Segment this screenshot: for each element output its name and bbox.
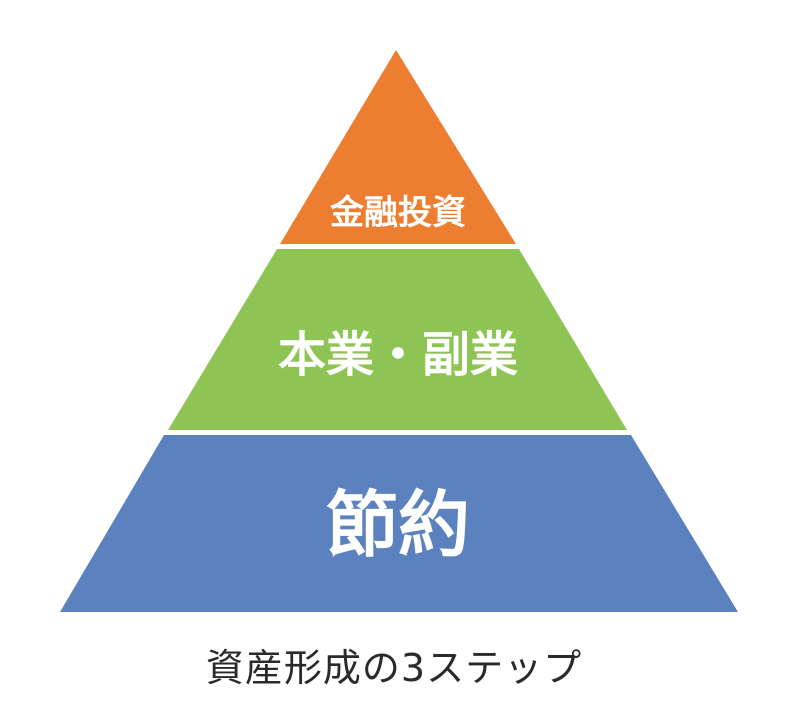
pyramid-tier-main-side-job: [168, 249, 627, 430]
tier-label-main-side-job: 本業・副業: [278, 327, 518, 383]
tier-label-saving: 節約: [326, 483, 470, 567]
diagram-caption: 資産形成の3ステップ: [205, 646, 583, 690]
pyramid-tier-saving: [60, 435, 738, 612]
pyramid-tier-financial-investment: [280, 50, 516, 244]
tier-label-financial-investment: 金融投資: [329, 193, 466, 233]
